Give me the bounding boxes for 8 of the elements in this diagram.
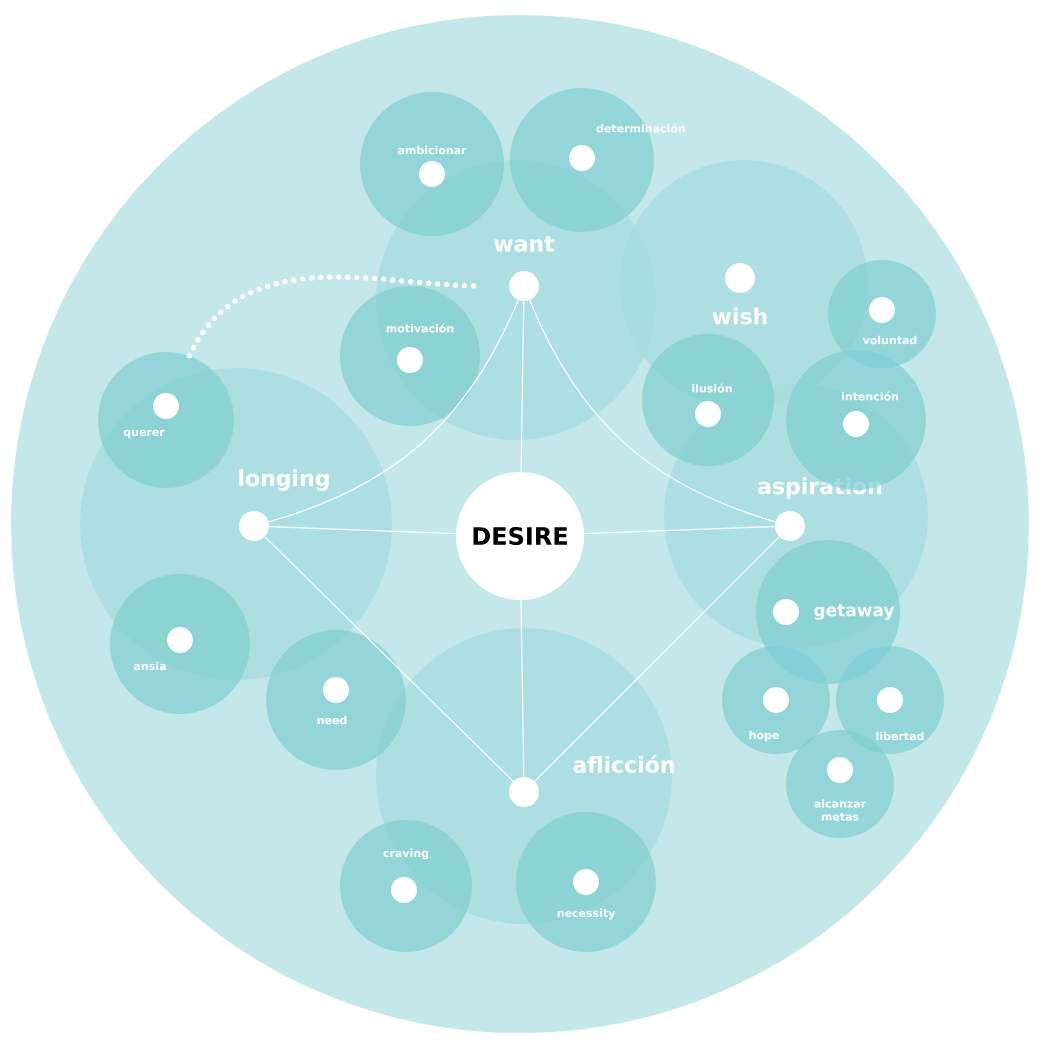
connector-line	[529, 299, 776, 523]
connector-line	[264, 536, 514, 782]
connector-line	[534, 536, 780, 782]
connector-line	[268, 299, 519, 523]
connector-line	[520, 300, 525, 473]
connector-line	[583, 526, 776, 535]
connector-line	[520, 599, 525, 778]
connector-line	[268, 526, 457, 535]
